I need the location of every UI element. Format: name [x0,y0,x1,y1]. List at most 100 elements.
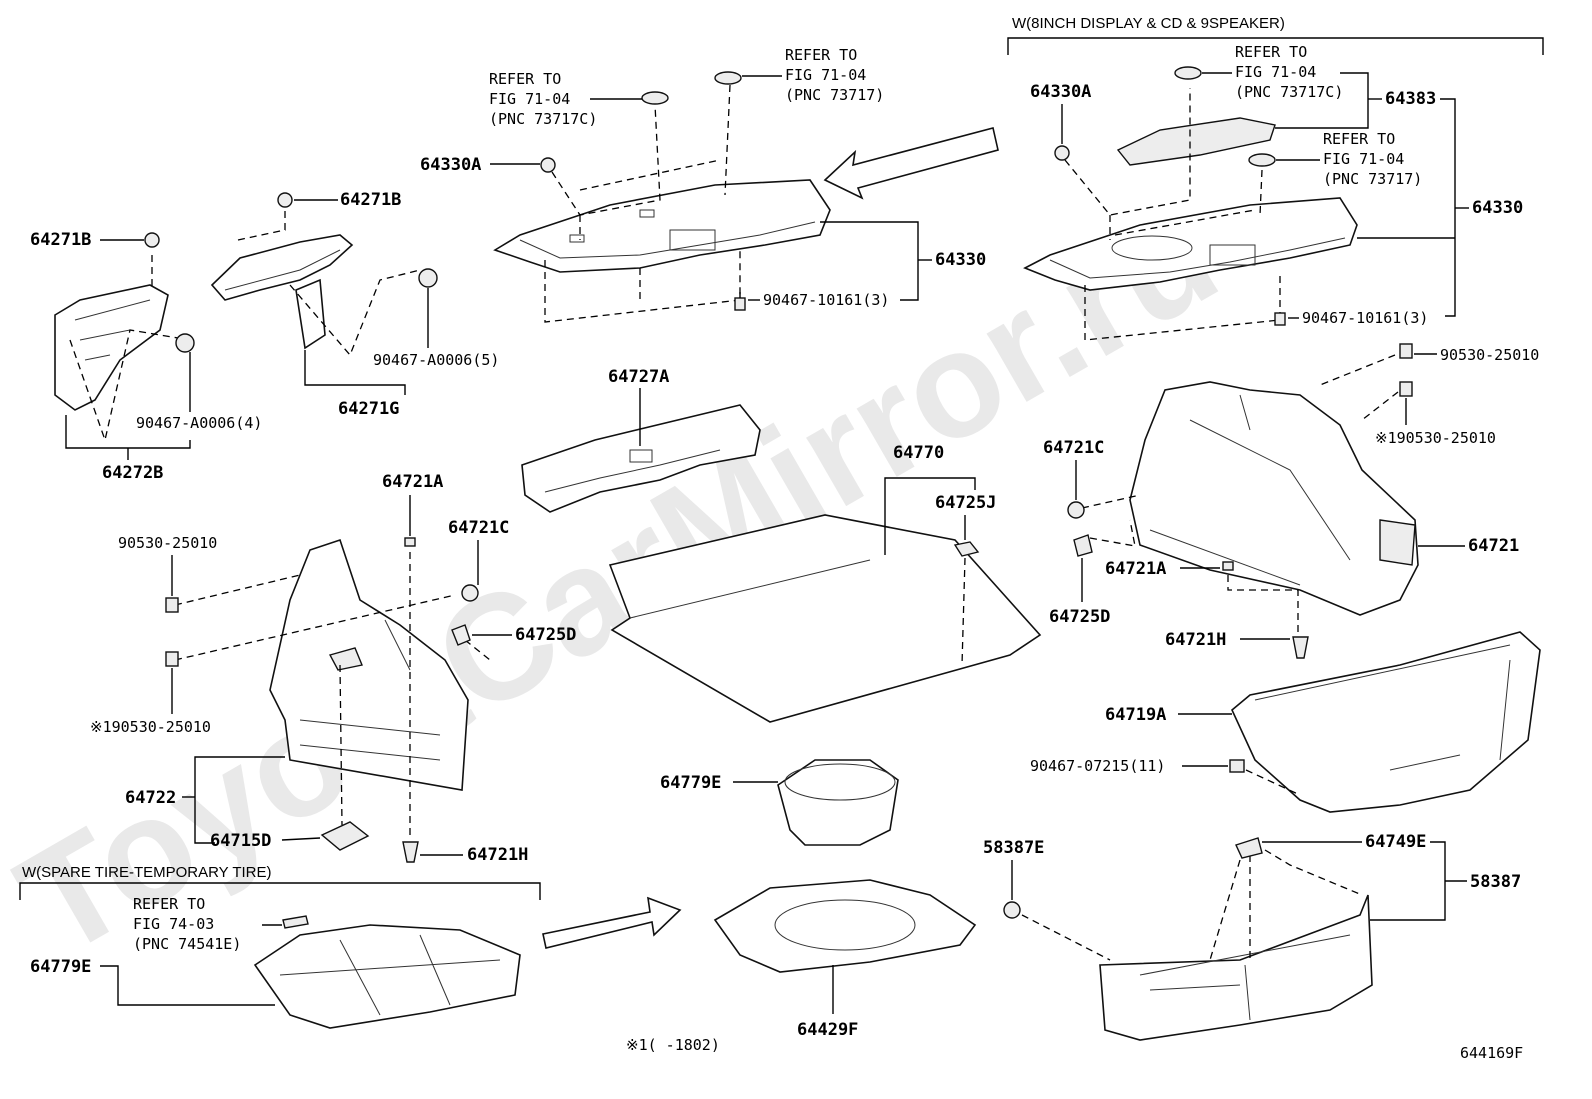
label-64725D-left: 64725D [515,625,576,645]
clip-64271B-left-icon [144,232,160,248]
spacer-64779E-center [777,759,899,846]
label-64271B-top: 64271B [340,190,401,210]
label-64719A: 64719A [1105,705,1166,725]
clip-90530-left-icon [165,597,179,613]
clip-64725D-left-icon [451,624,471,646]
figure-number: 644169F [1460,1044,1523,1062]
screw-90467-10161-center-icon [734,292,746,311]
label-90467-A0006-5: 90467-A0006(5) [373,351,499,369]
spare-tire-variant-bracket: W(SPARE TIRE-TEMPORARY TIRE) [19,864,541,900]
label-64721A-right: 64721A [1105,559,1166,579]
label-64330-right: 64330 [1472,198,1523,218]
trunk-lid-trim-64719A [1231,631,1541,813]
label-90467-A0006-4: 90467-A0006(4) [136,414,262,432]
refer-center-right-3: (PNC 73717) [785,86,884,104]
clip-64330A-center-icon [540,157,556,173]
label-64721H-right: 64721H [1165,630,1226,650]
footnote: ※1( -1802) [626,1036,720,1054]
label-64727A: 64727A [608,367,669,387]
label-64330A-center: 64330A [420,155,481,175]
clip-64721C-left-icon [461,584,479,602]
package-tray-right-dashes [1064,88,1281,341]
package-tray-center [493,179,831,273]
clip-73717-center-icon [714,71,742,85]
clip-90530-right-icon [1399,343,1413,359]
label-90530-right: 90530-25010 [1440,346,1539,364]
label-64721A-left: 64721A [382,472,443,492]
refer-spare-1: REFER TO [133,895,205,913]
clip-64721C-right-icon [1067,501,1085,519]
label-64779E-center: 64779E [660,773,721,793]
side-trim-64721 [1129,381,1419,616]
left-middle-dashes [174,552,491,835]
label-64383: 64383 [1385,89,1436,109]
label-64330A-right: 64330A [1030,82,1091,102]
label-64330-center: 64330 [935,250,986,270]
refer-right-mid-2: FIG 71-04 [1323,150,1404,168]
display-variant-header: W(8INCH DISPLAY & CD & 9SPEAKER) [1012,15,1285,32]
side-trim-64722 [269,538,469,791]
clip-90467-A0006-4-icon [175,333,195,353]
label-64721C-right: 64721C [1043,438,1104,458]
clip-73717C-center-icon [641,91,669,105]
trim-64727A [521,404,761,513]
label-64721C-left: 64721C [448,518,509,538]
clip-73717C-right-icon [1174,66,1202,80]
label-64271G: 64271G [338,399,399,419]
trim-64271G [210,234,354,350]
label-64721H-left: 64721H [467,845,528,865]
pad-64715D-icon [320,821,370,851]
clip-90467-A0006-5-icon [418,268,438,288]
clip-58387E-icon [1003,901,1021,919]
trim-64272B [54,284,169,411]
label-64770: 64770 [893,443,944,463]
direction-arrow-bottom-icon [542,896,682,949]
label-58387: 58387 [1470,872,1521,892]
clip-64725D-right-icon [1073,534,1093,557]
label-64272B: 64272B [102,463,163,483]
label-plate-74541E-icon [282,915,309,929]
trunk-sill-dashes [1021,849,1363,961]
clip-64749E-icon [1235,837,1263,859]
screw-90467-10161-right-icon [1274,312,1286,326]
label-64749E: 64749E [1365,832,1426,852]
package-tray-center-dashes [544,84,741,323]
spare-tire-box-64779E [253,924,521,1029]
floor-mat-64770 [608,514,1042,723]
refer-spare-3: (PNC 74541E) [133,935,241,953]
clip-64721A-right-icon [1222,561,1234,571]
label-64721-right: 64721 [1468,536,1519,556]
label-90467-10161-right: 90467-10161(3) [1302,309,1428,327]
label-64271B-left: 64271B [30,230,91,250]
refer-center-right-2: FIG 71-04 [785,66,866,84]
tire-tray-64429F [713,879,977,973]
right-middle-dashes [1081,354,1399,635]
clip-64330A-right-icon [1054,145,1070,161]
label-58387E: 58387E [983,838,1044,858]
label-64779E-left: 64779E [30,957,91,977]
label-64429F: 64429F [797,1020,858,1040]
trunk-sill-trim-58387 [1099,894,1373,1041]
refer-center-left-3: (PNC 73717C) [489,110,597,128]
refer-spare-2: FIG 74-03 [133,915,214,933]
clip-64721H-left-icon [402,841,419,863]
clip-90467-07215-icon [1229,759,1245,773]
clip-190530-left-icon [165,651,179,667]
refer-center-left-2: FIG 71-04 [489,90,570,108]
refer-center-left-1: REFER TO [489,70,561,88]
package-tray-right [1023,197,1358,291]
refer-center-right-1: REFER TO [785,46,857,64]
label-64725D-right: 64725D [1049,607,1110,627]
label-90530-left: 90530-25010 [118,534,217,552]
clip-73717-right-icon [1248,153,1276,167]
clip-64721H-right-icon [1292,636,1309,659]
display-variant-bracket: W(8INCH DISPLAY & CD & 9SPEAKER) [1007,15,1544,55]
label-64722: 64722 [125,788,176,808]
clip-64721A-left-icon [404,537,416,547]
clip-64725J-icon [953,541,980,557]
label-190530-right: ※190530-25010 [1375,429,1496,447]
label-190530-left: ※190530-25010 [90,718,211,736]
refer-right-mid-1: REFER TO [1323,130,1395,148]
label-90467-07215: 90467-07215(11) [1030,757,1165,775]
